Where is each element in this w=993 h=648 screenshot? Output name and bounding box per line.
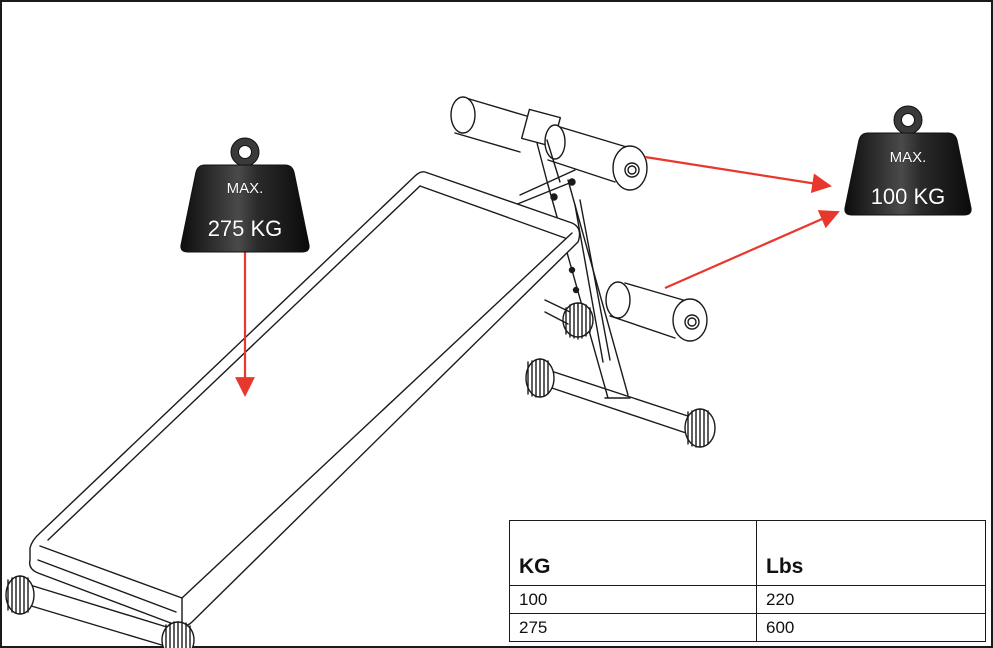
- table-cell-kg: 275: [509, 613, 757, 642]
- weight-leg-holder-value: 100 KG: [871, 184, 946, 209]
- table-row: 275 600: [509, 613, 986, 642]
- weight-icon-bench: MAX. 275 KG: [180, 137, 310, 253]
- lower-leg-roller: [605, 281, 708, 342]
- weight-icon-leg-holder: MAX. 100 KG: [844, 105, 972, 216]
- column-header-kg: KG: [509, 520, 757, 586]
- table-cell-kg: 100: [509, 585, 757, 614]
- upper-roller-load-arrow: [644, 155, 832, 194]
- front-base-tube: [5, 575, 195, 648]
- table-header-row: KG Lbs: [509, 520, 986, 586]
- bench-pad: [28, 171, 581, 627]
- weight-conversion-table: KG Lbs 100 220 275 600: [509, 520, 986, 642]
- table-row: 100 220: [509, 585, 986, 614]
- adjustment-knob: [544, 299, 594, 340]
- weight-bench-label: MAX.: [227, 180, 264, 197]
- lower-roller-load-arrow: [664, 210, 840, 290]
- weight-leg-holder-label: MAX.: [890, 149, 927, 166]
- table-cell-lbs: 600: [756, 613, 986, 642]
- rear-base-tube: [525, 358, 716, 448]
- upper-leg-roller: [450, 96, 648, 191]
- column-header-lbs: Lbs: [756, 520, 986, 586]
- table-cell-lbs: 220: [756, 585, 986, 614]
- weight-bench-value: 275 KG: [208, 216, 283, 241]
